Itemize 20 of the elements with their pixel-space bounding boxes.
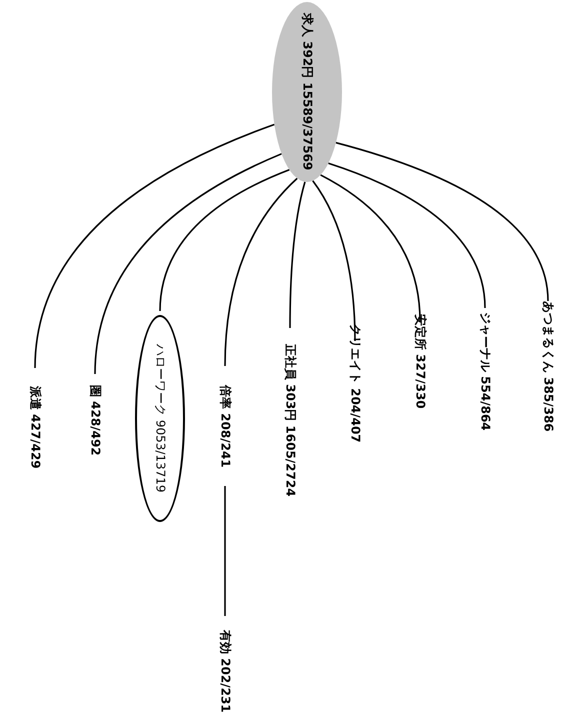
- node-label: あつまるくん 385/386: [540, 301, 556, 432]
- connector-line: [159, 169, 290, 312]
- node-label: 圏 428/492: [88, 384, 104, 456]
- node-label: ハローワーク 9053/13719: [152, 344, 168, 493]
- node-label: 安定所 327/330: [412, 314, 428, 409]
- node-label: 派遣 427/429: [28, 386, 44, 468]
- connector-line: [34, 124, 275, 368]
- connector-line: [224, 486, 226, 616]
- connector-line: [328, 162, 486, 308]
- connector-line: [289, 182, 306, 328]
- node-label: 有効 202/231: [218, 630, 234, 712]
- node-label: ジャーナル 554/864: [478, 312, 494, 430]
- node-label: 倍率 208/241: [218, 384, 234, 468]
- connector-line: [336, 142, 549, 302]
- connector-line: [312, 180, 356, 342]
- connector-line: [224, 178, 298, 366]
- node-label: 求人 392円 15589/37569: [300, 13, 316, 171]
- connector-line: [320, 174, 421, 322]
- node-label: 正社員 303円 1605/2724: [282, 344, 298, 496]
- connector-line: [94, 153, 282, 374]
